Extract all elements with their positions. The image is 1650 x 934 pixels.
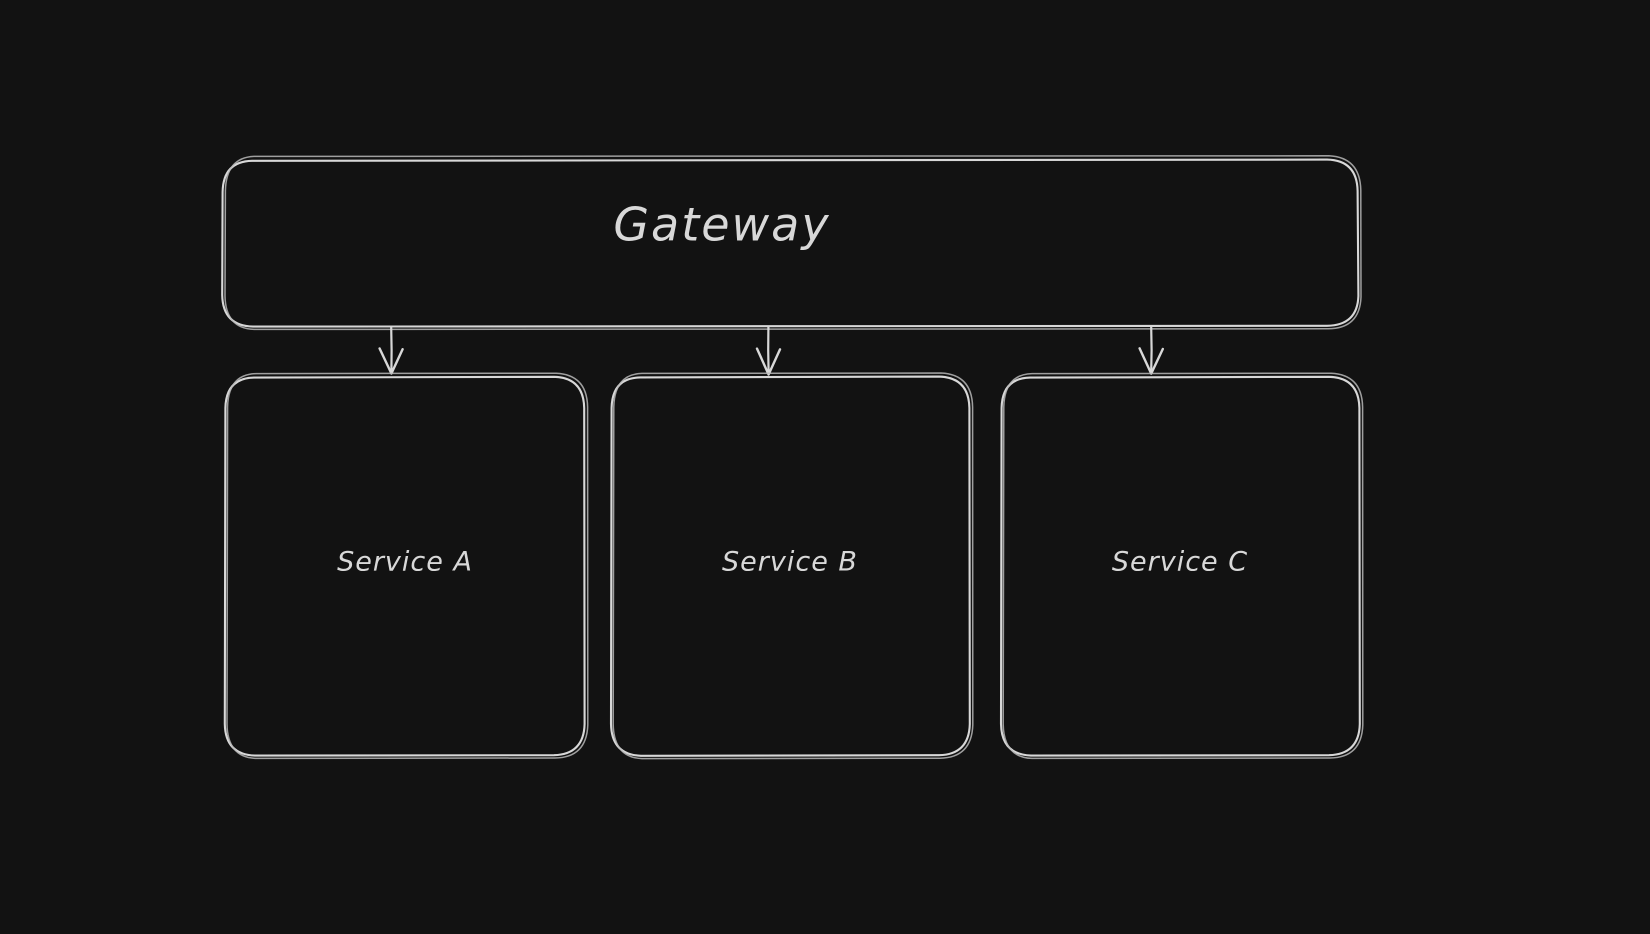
connector-gateway-to-service-b[interactable] — [755, 325, 782, 376]
gateway-label: Gateway — [613, 198, 830, 252]
service-c-box-outline-sketch — [1002, 372, 1364, 760]
service-a-label: Service A — [337, 547, 473, 578]
service-b-box-outline — [609, 375, 971, 757]
service-c-box-outline — [999, 375, 1361, 757]
service-a-box-outline-sketch — [226, 372, 589, 760]
arrow-head-icon — [755, 347, 782, 376]
gateway-box-outline-sketch — [224, 155, 1362, 331]
connector-gateway-to-service-c[interactable] — [1138, 325, 1164, 375]
node-service-a[interactable]: Service A — [223, 372, 589, 760]
service-c-label: Service C — [1112, 547, 1248, 578]
connector-gateway-to-service-a[interactable] — [378, 325, 404, 375]
node-service-c[interactable]: Service C — [999, 372, 1364, 760]
gateway-box-outline — [221, 158, 1360, 328]
service-a-box-outline — [223, 375, 586, 757]
service-b-label: Service B — [722, 547, 858, 578]
node-gateway[interactable]: Gateway — [221, 155, 1362, 331]
node-service-b[interactable]: Service B — [609, 372, 974, 760]
service-b-box-outline-sketch — [612, 372, 974, 760]
